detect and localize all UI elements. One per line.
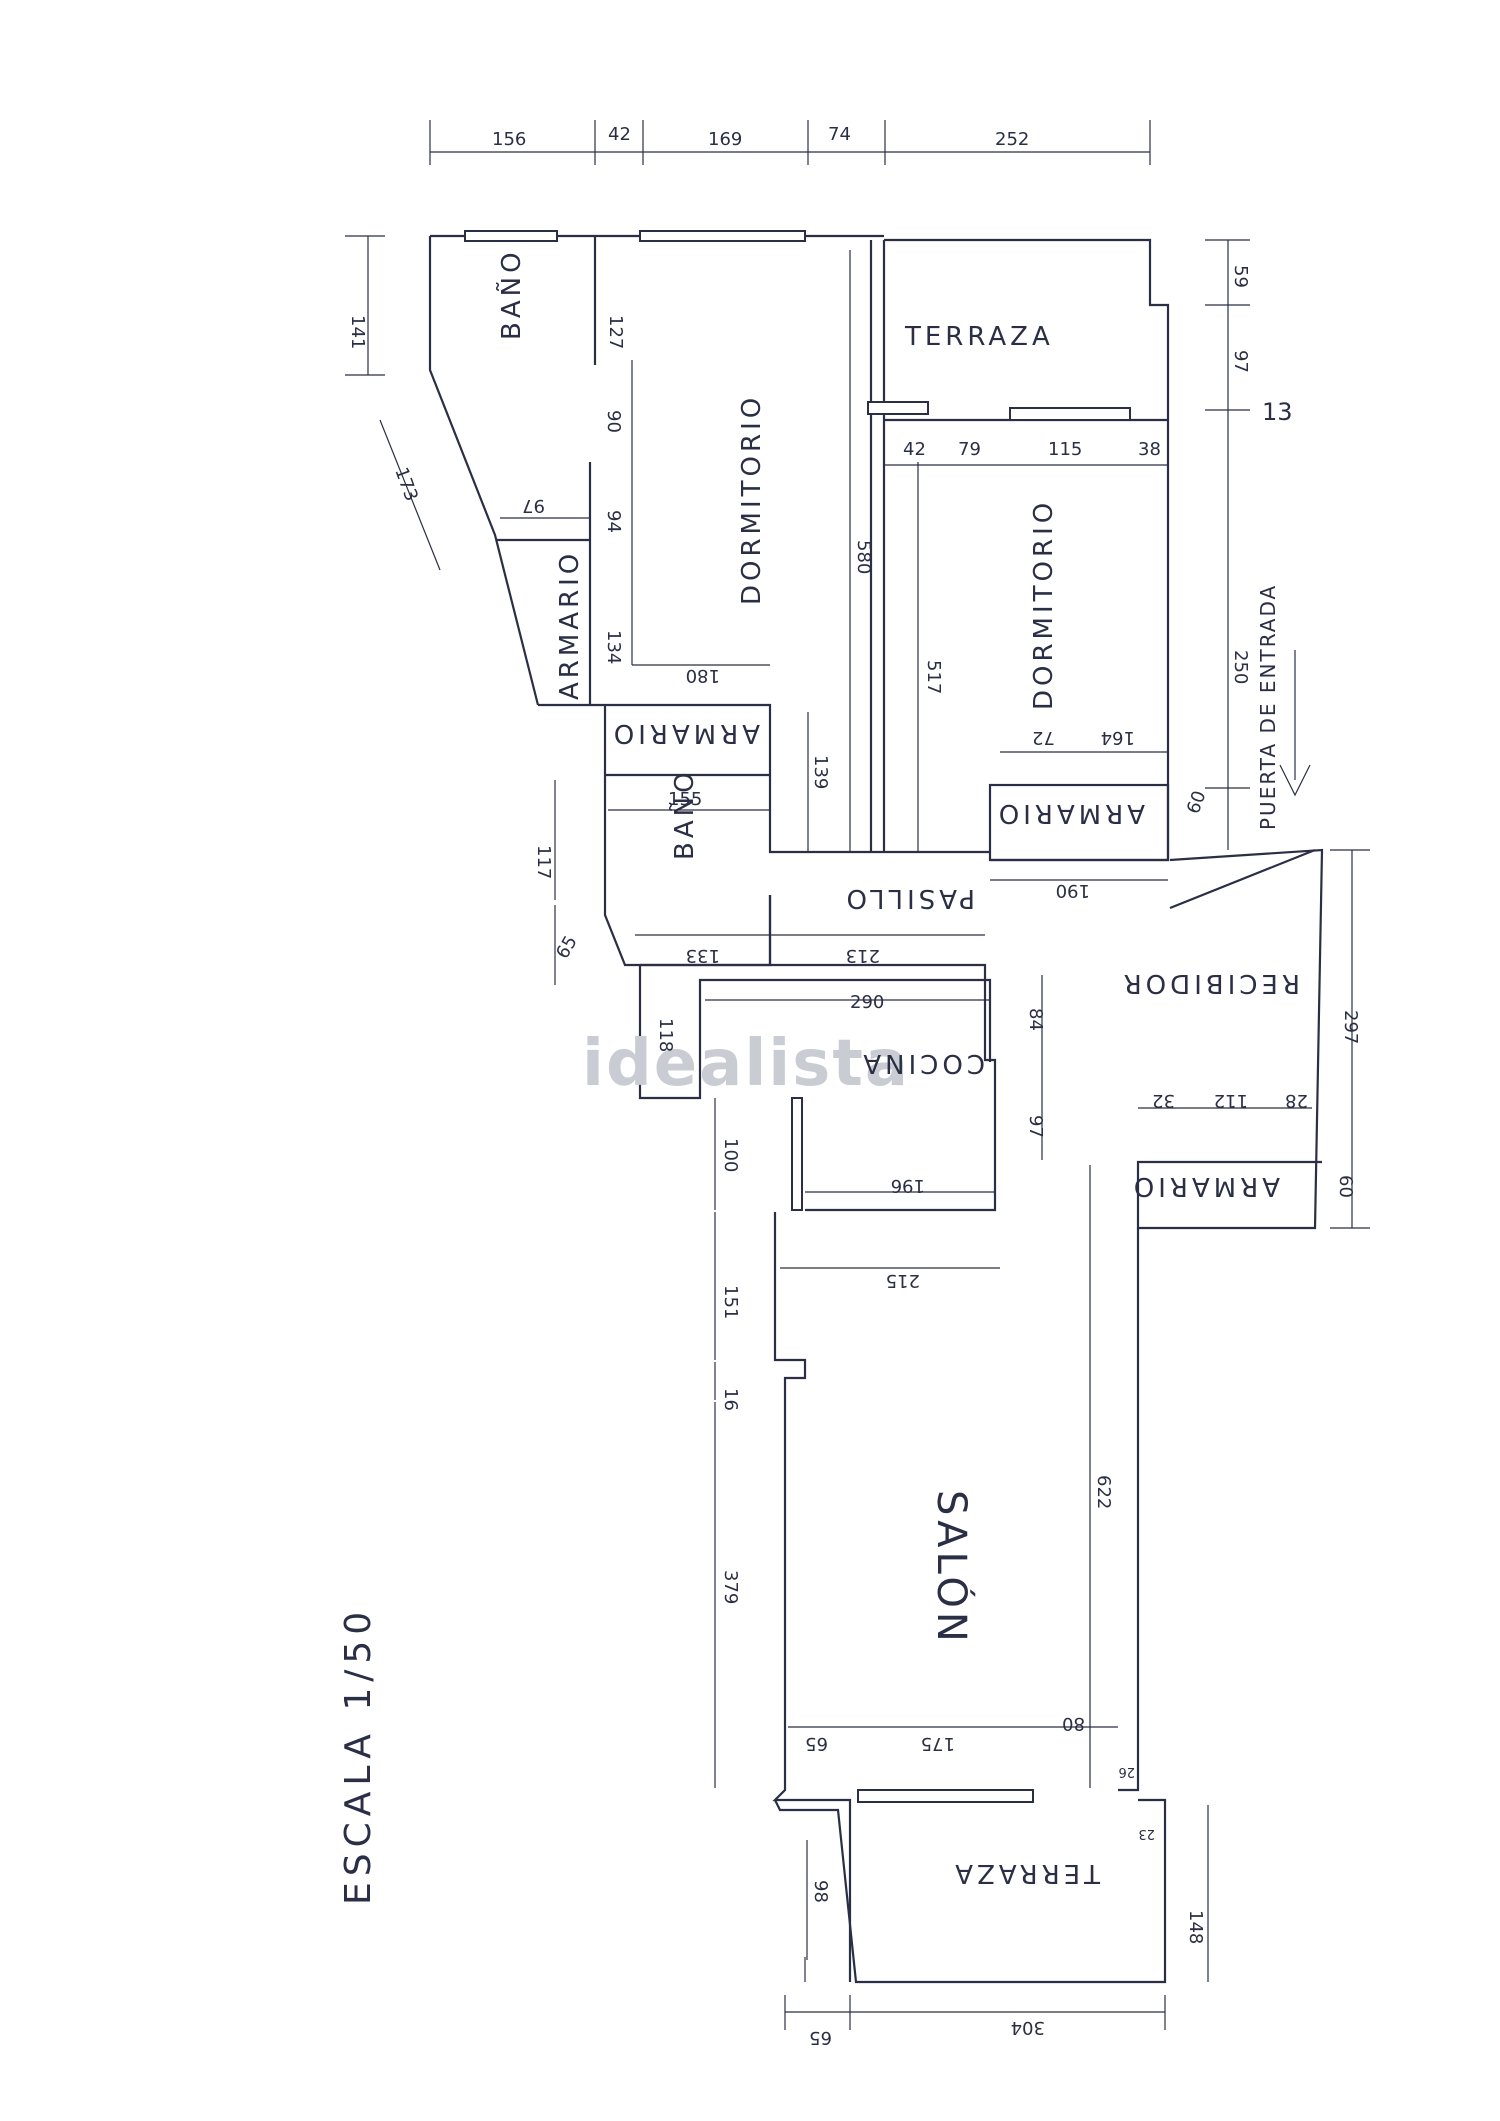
window-terraza-2 — [1009, 407, 1131, 421]
dimension-lines — [345, 120, 1370, 2030]
dim-ter-148: 148 — [1185, 1910, 1206, 1944]
walls — [428, 234, 1324, 1984]
dim-coc-97: 97 — [1025, 1115, 1046, 1138]
window-terraza-1 — [867, 401, 929, 415]
dim-top-42: 42 — [608, 124, 631, 145]
room-puerta-entrada: PUERTA DE ENTRADA — [1256, 584, 1280, 830]
dim-sal-26: 26 — [1118, 1764, 1135, 1779]
window-salon — [857, 1789, 1034, 1803]
dim-arm-60: 60 — [1335, 1175, 1356, 1198]
dim-top-169: 169 — [708, 129, 742, 150]
dim-ter-98: 98 — [810, 1880, 831, 1903]
wall-bano-left — [428, 236, 540, 706]
dim-sal-80: 80 — [1062, 1713, 1085, 1734]
dim-coc-196: 196 — [891, 1175, 925, 1196]
entry-door — [1169, 848, 1316, 910]
window-dorm1 — [639, 230, 806, 242]
dim-pas-65: 65 — [552, 932, 582, 962]
dim-right-97: 97 — [1230, 350, 1251, 373]
dim-rec-32: 32 — [1152, 1090, 1175, 1111]
dim-rec-297: 297 — [1340, 1010, 1361, 1044]
room-labels: BAÑO DORMITORIO TERRAZA DORMITORIO ARMAR… — [338, 248, 1300, 1905]
dim-bot-65: 65 — [809, 2027, 832, 2048]
dim-coc-100: 100 — [720, 1138, 741, 1172]
dim-right-59: 59 — [1230, 265, 1251, 288]
dim-sal-215: 215 — [886, 1270, 920, 1291]
dim-top-74: 74 — [828, 124, 851, 145]
dim-left-141: 141 — [347, 315, 368, 349]
wall-salon-right — [1118, 1228, 1140, 1792]
room-armario-4: ARMARIO — [1130, 1171, 1280, 1201]
dim-rec-112: 112 — [1214, 1090, 1248, 1111]
room-cocina: COCINA — [859, 1048, 985, 1078]
wall-armario-block — [605, 703, 990, 854]
dim-sal-16: 16 — [720, 1388, 741, 1411]
windows — [464, 230, 1131, 1803]
room-bano-2: BAÑO — [668, 768, 700, 860]
dim-coc-84: 84 — [1025, 1008, 1046, 1031]
room-bano-top: BAÑO — [495, 248, 527, 340]
dim-ter-79: 79 — [958, 439, 981, 460]
scale-label: ESCALA 1/50 — [338, 1606, 379, 1905]
dim-bano-127: 127 — [605, 315, 626, 349]
dim-right-13: 13 — [1262, 398, 1293, 426]
dim-bano-97: 97 — [522, 495, 545, 516]
room-dormitorio-2: DORMITORIO — [1029, 499, 1059, 710]
dim-rec-28: 28 — [1285, 1090, 1308, 1111]
dim-pas-117: 117 — [533, 845, 554, 879]
dim-top-156: 156 — [492, 129, 526, 150]
dim-ter-42: 42 — [903, 439, 926, 460]
window-bano — [464, 230, 558, 242]
dim-bano-94: 94 — [603, 510, 624, 533]
dim-left-173: 173 — [390, 465, 421, 504]
room-salon: SALÓN — [928, 1490, 976, 1646]
dim-sal-65: 65 — [805, 1733, 828, 1754]
dim-bano-90: 90 — [603, 410, 624, 433]
room-recibidor: RECIBIDOR — [1120, 968, 1300, 998]
entry-arrow-icon — [1279, 650, 1311, 797]
dim-bot-304: 304 — [1011, 2017, 1045, 2038]
dim-top-252: 252 — [995, 129, 1029, 150]
dim-dorm2-517: 517 — [923, 660, 944, 694]
dim-arm-72: 72 — [1032, 727, 1055, 748]
wall-salon-left — [772, 1212, 852, 1982]
dim-sal-622: 622 — [1093, 1475, 1114, 1509]
dim-armario-134: 134 — [603, 630, 624, 664]
wall-terraza-bottom-block — [774, 1798, 1167, 1984]
dim-pas-155: 155 — [668, 789, 702, 810]
room-dormitorio-1: DORMITORIO — [737, 394, 767, 605]
wall-cocina-left — [638, 965, 992, 1100]
dim-pas-139: 139 — [810, 755, 831, 789]
dim-ter-115: 115 — [1048, 439, 1082, 460]
dim-pas-133: 133 — [686, 945, 720, 966]
wall-recibidor — [1136, 848, 1324, 1230]
window-cocina — [791, 1097, 803, 1211]
watermark: idealista — [582, 1027, 910, 1101]
dim-coc-290: 290 — [850, 992, 884, 1013]
dim-ter-38: 38 — [1138, 439, 1161, 460]
dim-dorm1-580: 580 — [853, 540, 874, 574]
room-armario-3: ARMARIO — [995, 798, 1145, 828]
room-terraza-bottom: TERRAZA — [951, 1858, 1101, 1888]
dim-ter-23: 23 — [1138, 1826, 1155, 1841]
dim-arm-190: 190 — [1056, 880, 1090, 901]
dim-right-60: 60 — [1183, 788, 1211, 817]
dim-coc-118: 118 — [655, 1018, 676, 1052]
dimension-numbers: 156 42 169 74 252 141 173 127 90 94 97 1… — [347, 124, 1361, 2048]
dim-arm-164: 164 — [1101, 727, 1135, 748]
dim-right-250: 250 — [1230, 650, 1251, 684]
armario-dorm2 — [988, 783, 1170, 862]
dim-sal-151: 151 — [720, 1285, 741, 1319]
dim-pas-213: 213 — [846, 945, 880, 966]
dim-sal-379: 379 — [720, 1570, 741, 1604]
room-pasillo: PASILLO — [843, 883, 975, 913]
room-armario-2: ARMARIO — [610, 718, 760, 748]
room-armario-1: ARMARIO — [555, 550, 585, 700]
dim-dorm1-180: 180 — [686, 665, 720, 686]
room-terraza-top: TERRAZA — [904, 322, 1054, 352]
dim-sal-175: 175 — [921, 1733, 955, 1754]
